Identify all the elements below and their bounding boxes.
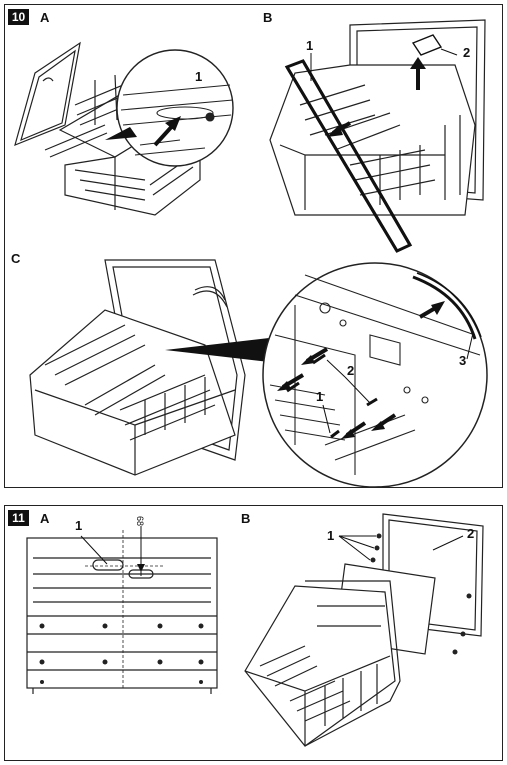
figure-b-label: B (241, 511, 251, 526)
callout-2: 2 (467, 526, 475, 541)
figure-c-label: C (11, 251, 21, 266)
handle-part (412, 275, 477, 340)
callout-1: 1 (195, 69, 203, 84)
door-panel-outline (26, 537, 218, 689)
callout-1: 1 (316, 389, 324, 404)
figure-b-label: B (263, 10, 273, 25)
callout-1: 1 (306, 38, 314, 53)
step-number-badge: 10 (8, 9, 29, 25)
step-11-panel: 11 A B (4, 505, 503, 761)
callout-1: 1 (327, 528, 335, 543)
callout-2: 2 (347, 363, 355, 378)
callout-1: 1 (75, 518, 83, 533)
magnifier-circle (262, 262, 488, 488)
magnifier-pointer (165, 335, 295, 365)
cover-part (411, 34, 443, 56)
step-number-badge: 11 (8, 510, 29, 526)
figure-a-label: A (40, 10, 50, 25)
step-10-panel: 10 A (4, 4, 503, 488)
callout-3: 3 (459, 353, 467, 368)
callout-2: 2 (463, 45, 471, 60)
figure-10a-drawing (14, 19, 488, 488)
dimension-label: 68 (135, 516, 145, 527)
magnifier-circle (116, 49, 234, 167)
figure-a-label: A (40, 511, 50, 526)
figure-11-drawing (26, 513, 484, 747)
